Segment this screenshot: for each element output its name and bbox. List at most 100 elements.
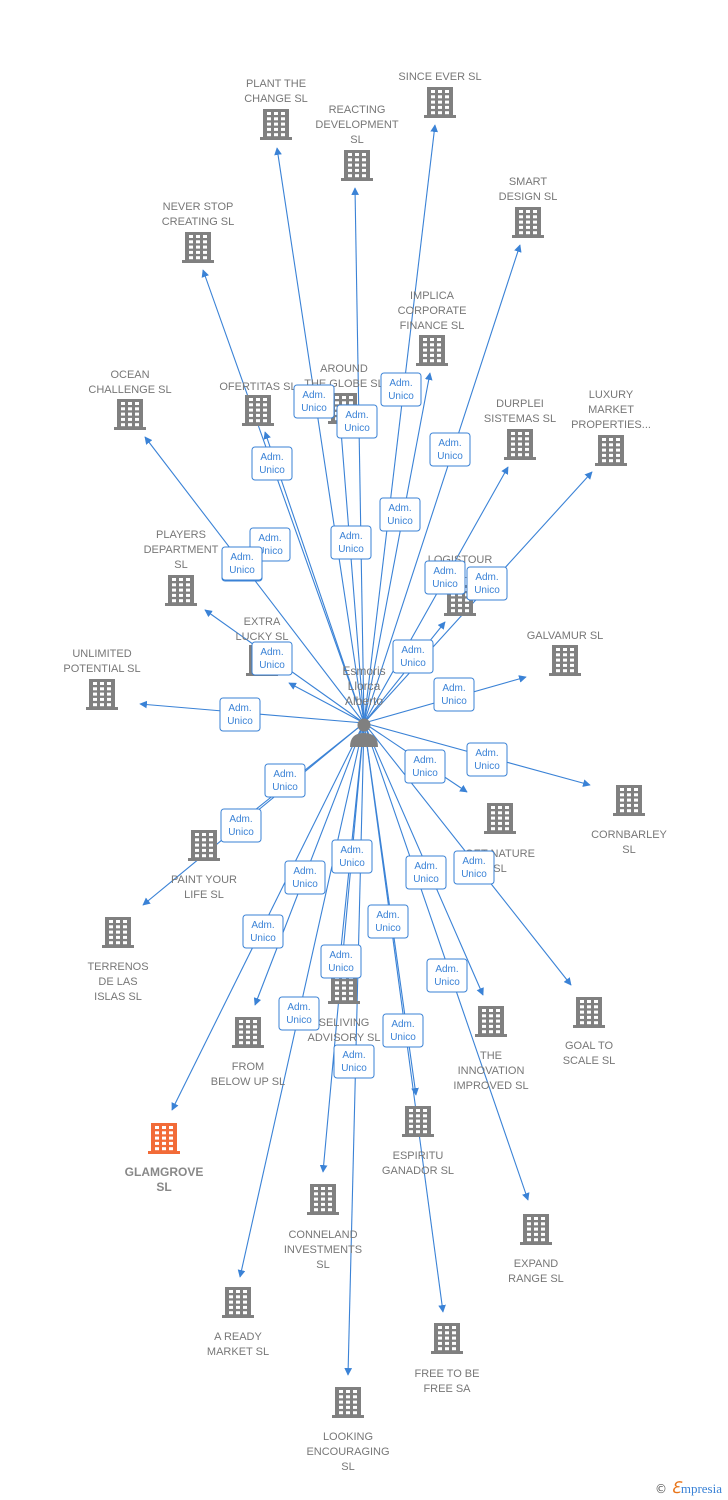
- building-icon-a-ready-market[interactable]: [222, 1287, 254, 1318]
- building-icon-goal-to-scale[interactable]: [573, 997, 605, 1028]
- role-badge-galvamur[interactable]: Adm.Unico: [433, 677, 475, 712]
- role-badge-extra-lucky[interactable]: Adm.Unico: [251, 641, 293, 676]
- company-label-line: SL: [493, 863, 506, 875]
- role-badge-expand-range[interactable]: Adm.Unico: [426, 958, 468, 993]
- role-badge-goal-to-scale[interactable]: Adm.Unico: [453, 850, 495, 885]
- edge-smart-design: [363, 244, 522, 724]
- building-icon-plant-the-change[interactable]: [260, 109, 292, 140]
- building-icon-players-department[interactable]: [165, 575, 197, 606]
- role-badge-players-department[interactable]: Adm.Unico: [221, 546, 263, 581]
- role-badge-from-below-up[interactable]: Adm.Unico: [242, 914, 284, 949]
- building-icon-durplei-sistemas[interactable]: [504, 429, 536, 460]
- role-badge-never-stop-creating[interactable]: Adm.Unico: [251, 446, 293, 481]
- role-badge-line: Unico: [292, 879, 318, 890]
- building-icon-espiritu-ganador[interactable]: [402, 1106, 434, 1137]
- role-badge-get-nature[interactable]: Adm.Unico: [404, 749, 446, 784]
- role-badge-unlimited-potential[interactable]: Adm.Unico: [219, 697, 261, 732]
- role-badge-the-innovation-improved[interactable]: Adm.Unico: [405, 855, 447, 890]
- company-label-line: FREE TO BE: [414, 1368, 479, 1380]
- role-badge-free-to-be-free[interactable]: Adm.Unico: [382, 1013, 424, 1048]
- building-icon-cornbarley[interactable]: [613, 785, 645, 816]
- empresia-watermark[interactable]: ©ℇmpresia: [655, 1478, 722, 1498]
- building-icon-looking-encouraging[interactable]: [332, 1387, 364, 1418]
- role-badge-selliving-advisory[interactable]: Adm.Unico: [331, 839, 373, 874]
- building-icon-get-nature[interactable]: [484, 803, 516, 834]
- building-icon-the-innovation-improved[interactable]: [475, 1006, 507, 1037]
- role-badge-implica-corporate-finance[interactable]: Adm.Unico: [379, 497, 421, 532]
- role-badge-smart-design[interactable]: Adm.Unico: [429, 432, 471, 467]
- role-badge-ofertitas[interactable]: Adm.Unico: [293, 384, 335, 419]
- role-badge-looking-encouraging[interactable]: Adm.Unico: [333, 1044, 375, 1079]
- role-badge-text: Adm.Unico: [434, 964, 460, 988]
- company-label-line: REACTING: [329, 104, 386, 116]
- company-label-ofertitas[interactable]: OFERTITAS SL: [219, 381, 296, 393]
- role-badge-line: Adm.: [438, 438, 461, 449]
- building-icon-terrenos-de-las-islas[interactable]: [102, 917, 134, 948]
- role-badge-text: Adm.Unico: [375, 910, 401, 934]
- building-icon-unlimited-potential[interactable]: [86, 679, 118, 710]
- company-label-since-ever[interactable]: SINCE EVER SL: [398, 71, 481, 83]
- role-badge-durplei-sistemas[interactable]: Adm.Unico: [424, 560, 466, 595]
- role-badge-logistour[interactable]: Adm.Unico: [392, 639, 434, 674]
- building-icon-implica-corporate-finance[interactable]: [416, 335, 448, 366]
- role-badge-espiritu-ganador[interactable]: Adm.Unico: [367, 904, 409, 939]
- role-badge-text: Adm.Unico: [474, 572, 500, 596]
- building-icon-glamgrove[interactable]: [148, 1123, 180, 1154]
- role-badge-cornbarley[interactable]: Adm.Unico: [466, 742, 508, 777]
- company-label-line: OCEAN: [110, 369, 149, 381]
- role-badge-glamgrove[interactable]: Adm.Unico: [284, 860, 326, 895]
- company-label-line: DESIGN SL: [499, 191, 558, 203]
- company-label-line: LIFE SL: [184, 889, 224, 901]
- role-badge-paint-your-life[interactable]: Adm.Unico: [264, 763, 306, 798]
- building-icon-ofertitas[interactable]: [242, 395, 274, 426]
- building-icon-ocean-challenge[interactable]: [114, 399, 146, 430]
- building-icon-conneland-investments[interactable]: [307, 1184, 339, 1215]
- role-badge-luxury-market-properties[interactable]: Adm.Unico: [466, 566, 508, 601]
- building-icon-from-below-up[interactable]: [232, 1017, 264, 1048]
- role-badge-a-ready-market[interactable]: Adm.Unico: [278, 996, 320, 1031]
- building-icon-smart-design[interactable]: [512, 207, 544, 238]
- building-icon-free-to-be-free[interactable]: [431, 1323, 463, 1354]
- role-badge-since-ever[interactable]: Adm.Unico: [380, 372, 422, 407]
- building-icon-since-ever[interactable]: [424, 87, 456, 118]
- company-label-galvamur[interactable]: GALVAMUR SL: [527, 630, 604, 642]
- role-badge-conneland-investments[interactable]: Adm.Unico: [320, 944, 362, 979]
- building-icon-reacting-development[interactable]: [341, 150, 373, 181]
- role-badge-around-the-globe[interactable]: Adm.Unico: [336, 404, 378, 439]
- role-badge-terrenos-de-las-islas[interactable]: Adm.Unico: [220, 808, 262, 843]
- building-icon-never-stop-creating[interactable]: [182, 232, 214, 263]
- company-label-line: MARKET: [588, 404, 634, 416]
- role-badge-reacting-development[interactable]: Adm.Unico: [330, 525, 372, 560]
- building-icon-galvamur[interactable]: [549, 645, 581, 676]
- building-icon-luxury-market-properties[interactable]: [595, 435, 627, 466]
- building-icon-paint-your-life[interactable]: [188, 830, 220, 861]
- building-icon-expand-range[interactable]: [520, 1214, 552, 1245]
